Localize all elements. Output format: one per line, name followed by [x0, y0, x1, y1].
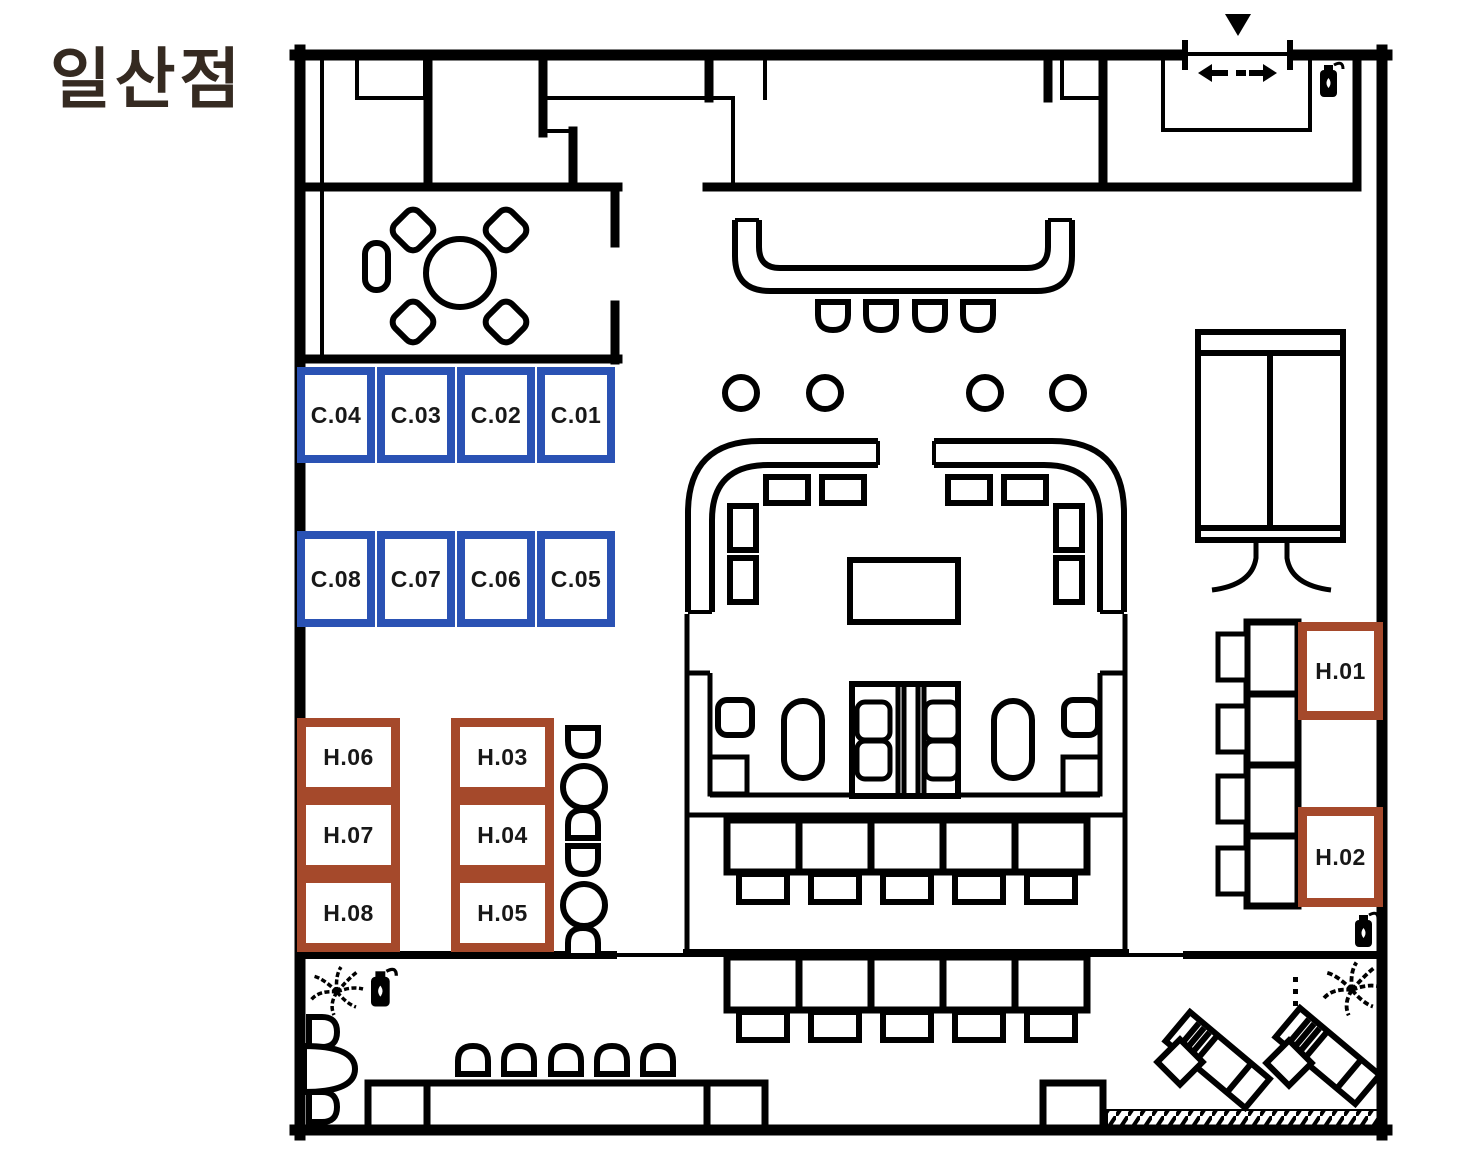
seat-h03[interactable]: H.03: [451, 718, 554, 796]
seat-c04[interactable]: C.04: [297, 367, 375, 463]
walls: [289, 44, 1393, 1141]
vertical-dots: [1293, 977, 1298, 1006]
plant-icon: [309, 965, 365, 1017]
booth-table-row-lower: [723, 953, 1091, 1043]
entrance-door: [1182, 14, 1293, 82]
seat-h01[interactable]: H.01: [1298, 622, 1383, 720]
round-table: [423, 236, 497, 310]
fire-extinguisher-icon: [1353, 911, 1380, 949]
bar-stools: [818, 302, 993, 330]
right-table-column: [1215, 618, 1302, 910]
round-table-room: [362, 206, 530, 346]
seat-c06[interactable]: C.06: [457, 531, 535, 627]
half-round-table: [301, 1042, 359, 1096]
terrace-counter-stools: [458, 1046, 673, 1074]
round-table-chairs: [362, 206, 530, 346]
terrace-hatched-strip: [1106, 1109, 1380, 1129]
u-shaped-bar: [732, 218, 1075, 294]
seat-h06[interactable]: H.06: [297, 718, 400, 796]
sliding-door-arrows-icon: [1198, 64, 1277, 82]
entrance-arrow-icon: [1225, 14, 1251, 36]
seat-c03[interactable]: C.03: [377, 367, 455, 463]
fire-extinguisher-icon: [369, 967, 398, 1009]
seat-h02[interactable]: H.02: [1298, 807, 1383, 907]
plant-icon: [1321, 960, 1383, 1018]
counter-chairs-circles: [722, 374, 1087, 412]
cabinet: [1195, 329, 1346, 593]
seat-h05[interactable]: H.05: [451, 874, 554, 952]
seat-c08[interactable]: C.08: [297, 531, 375, 627]
terrace-loungers: [1153, 1008, 1379, 1108]
seat-c01[interactable]: C.01: [537, 367, 615, 463]
seat-h04[interactable]: H.04: [451, 796, 554, 874]
booth-table-row-upper: [723, 816, 1091, 905]
seat-c07[interactable]: C.07: [377, 531, 455, 627]
store-title: 일산점: [50, 42, 245, 116]
terrace-counter: [364, 1079, 1107, 1132]
terrace-left-seating: [301, 1017, 359, 1122]
hall-chair-column: [560, 728, 608, 956]
seat-c02[interactable]: C.02: [457, 367, 535, 463]
center-table: [847, 557, 961, 625]
seat-h08[interactable]: H.08: [297, 874, 400, 952]
seat-h07[interactable]: H.07: [297, 796, 400, 874]
seat-c05[interactable]: C.05: [537, 531, 615, 627]
booth-interior: [715, 681, 1101, 799]
fire-extinguisher-icon: [1318, 61, 1345, 99]
center-counters: [685, 438, 1127, 625]
